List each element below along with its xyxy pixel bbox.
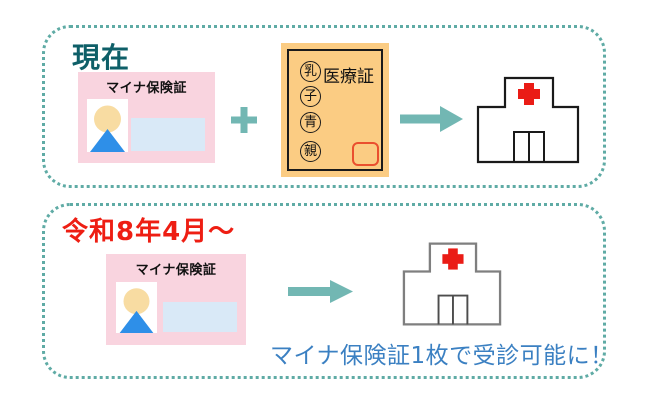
- medical-certificate-card: 乳 医療証 子 青 親: [281, 43, 389, 177]
- arrow-right-icon: [400, 105, 464, 133]
- card-info-strip: [163, 302, 237, 332]
- stamp-circle-youth: 青: [300, 112, 321, 133]
- confirmation-stamp-box: [352, 142, 379, 166]
- id-photo: [116, 282, 157, 333]
- medical-card-title: 医療証: [323, 67, 374, 87]
- hospital-building: [476, 76, 580, 164]
- arrow-right-icon: [288, 279, 354, 304]
- future-caption: マイナ保険証1枚で受診可能に！: [270, 343, 614, 369]
- stamp-circle-child: 子: [300, 86, 321, 107]
- person-portrait-icon: [119, 288, 154, 333]
- hospital-icon: [402, 240, 502, 328]
- id-photo: [87, 99, 128, 152]
- myna-insurance-card: マイナ保険証: [78, 72, 215, 163]
- card-info-strip: [131, 118, 205, 151]
- medical-card-border: 乳 医療証 子 青 親: [287, 49, 383, 171]
- stamp-circle-parent: 親: [300, 141, 321, 162]
- red-cross-icon: [442, 248, 464, 270]
- red-cross-icon: [518, 83, 540, 105]
- plus-icon: [230, 106, 258, 134]
- person-portrait-icon: [90, 105, 125, 152]
- future-section-title: 令和8年4月～: [62, 217, 236, 247]
- current-section-title: 現在: [72, 41, 131, 74]
- hospital-icon: [476, 76, 580, 164]
- hospital-door: [437, 294, 469, 325]
- hospital-door: [513, 131, 545, 162]
- myna-card-label: マイナ保険証: [106, 81, 187, 96]
- myna-card-label: マイナ保険証: [135, 263, 217, 278]
- myna-insurance-card: マイナ保険証: [106, 254, 246, 345]
- stamp-circle-infant: 乳: [300, 61, 321, 82]
- hospital-building: [402, 242, 502, 326]
